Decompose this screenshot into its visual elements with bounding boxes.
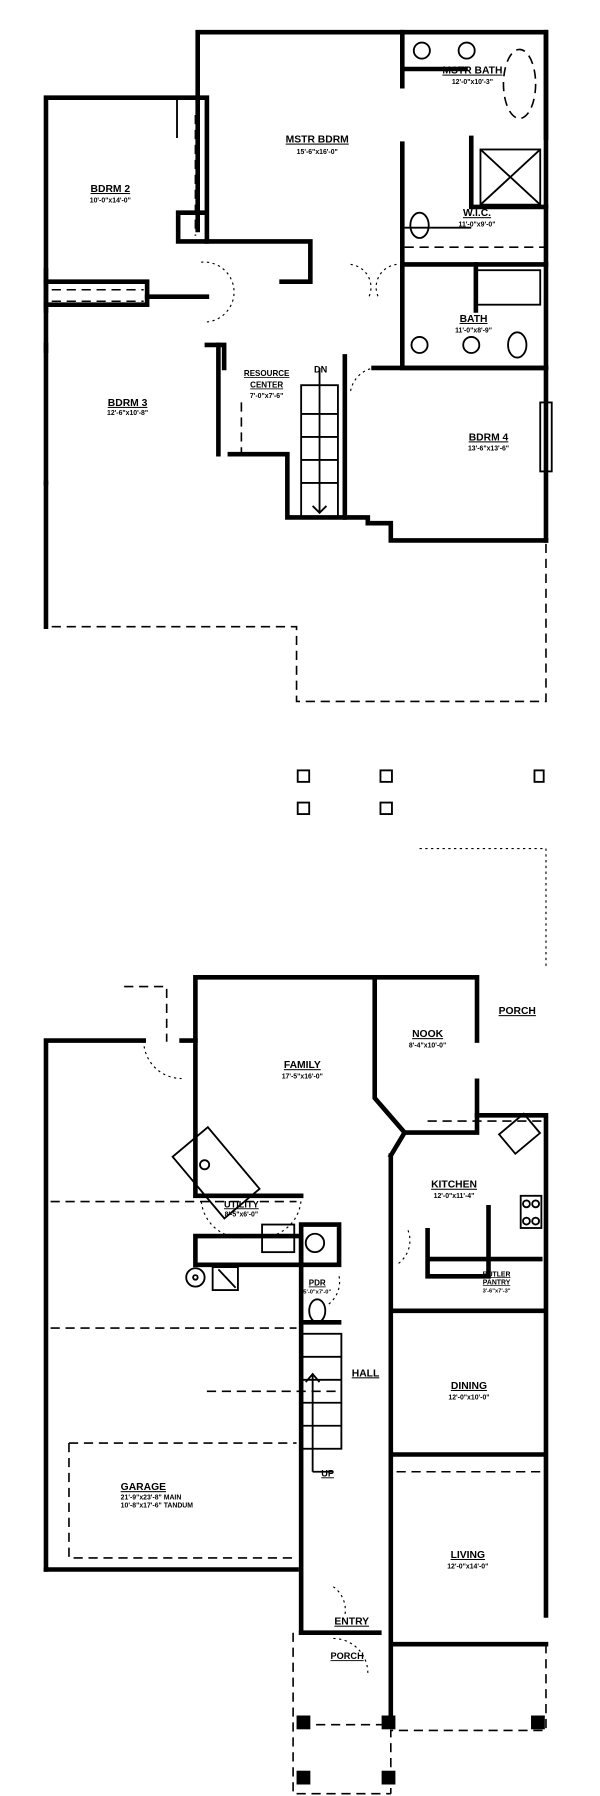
room-size: 5'-0"x7'-0" (303, 1290, 331, 1296)
room-size: 11'-0"x8'-9" (455, 327, 492, 334)
room-size: 15'-6"x16'-0" (297, 149, 338, 156)
room-label: LIVING (451, 1550, 485, 1561)
room-label: DINING (451, 1381, 487, 1392)
stair-label: DN (314, 365, 328, 375)
room-label: BUTLER (483, 1271, 511, 1278)
porch-columns (296, 1715, 545, 1785)
room-size: 11'-0"x9'-0" (459, 222, 496, 229)
room-label: RESOURCE (244, 369, 290, 378)
room-label-line2: PANTRY (483, 1279, 511, 1286)
room-label-line2: CENTER (250, 380, 283, 389)
stair-label: UP (321, 1468, 334, 1478)
upper-floor-walls (43, 29, 549, 703)
room-label: GARAGE (121, 1482, 166, 1493)
room-size: 21'-9"x23'-8" MAIN (121, 1494, 182, 1501)
room-label: MSTR BATH (442, 66, 502, 77)
column-markers (296, 769, 547, 966)
room-label: PORCH (499, 1006, 536, 1017)
room-size: 12'-0"x10'-0" (448, 1394, 489, 1401)
room-label: BDRM 3 (108, 398, 148, 409)
room-label: W.I.C. (463, 208, 491, 219)
room-label: HALL (352, 1368, 380, 1379)
room-label: PDR (309, 1278, 326, 1287)
room-label: MSTR BDRM (286, 135, 349, 146)
room-size: 12'-0"x10'-3" (452, 79, 493, 86)
room-size: 12'-6"x10'-8" (107, 410, 148, 417)
room-label: FAMILY (284, 1060, 321, 1071)
lower-room-labels: FAMILY 17'-5"x16'-0" NOOK 8'-4"x10'-0" P… (121, 1006, 536, 1661)
lower-fixtures (143, 1040, 543, 1673)
room-label: KITCHEN (431, 1180, 477, 1191)
upper-fixtures (201, 41, 553, 519)
room-size: 10'-0"x14'-0" (90, 197, 131, 204)
room-label: ENTRY (334, 1617, 369, 1628)
room-size: 12'-0"x11'-4" (434, 1193, 475, 1200)
upper-room-labels: MSTR BDRM 15'-6"x16'-0" MSTR BATH 12'-0"… (90, 66, 509, 453)
room-label: BATH (460, 314, 488, 325)
room-size: 8'-5"x6'-0" (225, 1211, 258, 1218)
room-size: 3'-6"x7'-3" (483, 1288, 511, 1294)
room-size: 12'-0"x14'-0" (447, 1563, 488, 1570)
room-size: 7'-0"x7'-6" (250, 393, 283, 400)
room-label: UTILITY (224, 1199, 259, 1209)
room-label: PORCH (331, 1651, 365, 1661)
room-label: NOOK (412, 1029, 444, 1040)
room-label: BDRM 2 (91, 184, 131, 195)
room-size: 8'-4"x10'-0" (409, 1042, 446, 1049)
room-size: 13'-6"x13'-6" (468, 446, 509, 453)
room-size: 17'-5"x16'-0" (282, 1074, 323, 1081)
room-size-tandem: 10'-8"x17'-6" TANDUM (121, 1502, 194, 1509)
room-label: BDRM 4 (469, 432, 509, 443)
